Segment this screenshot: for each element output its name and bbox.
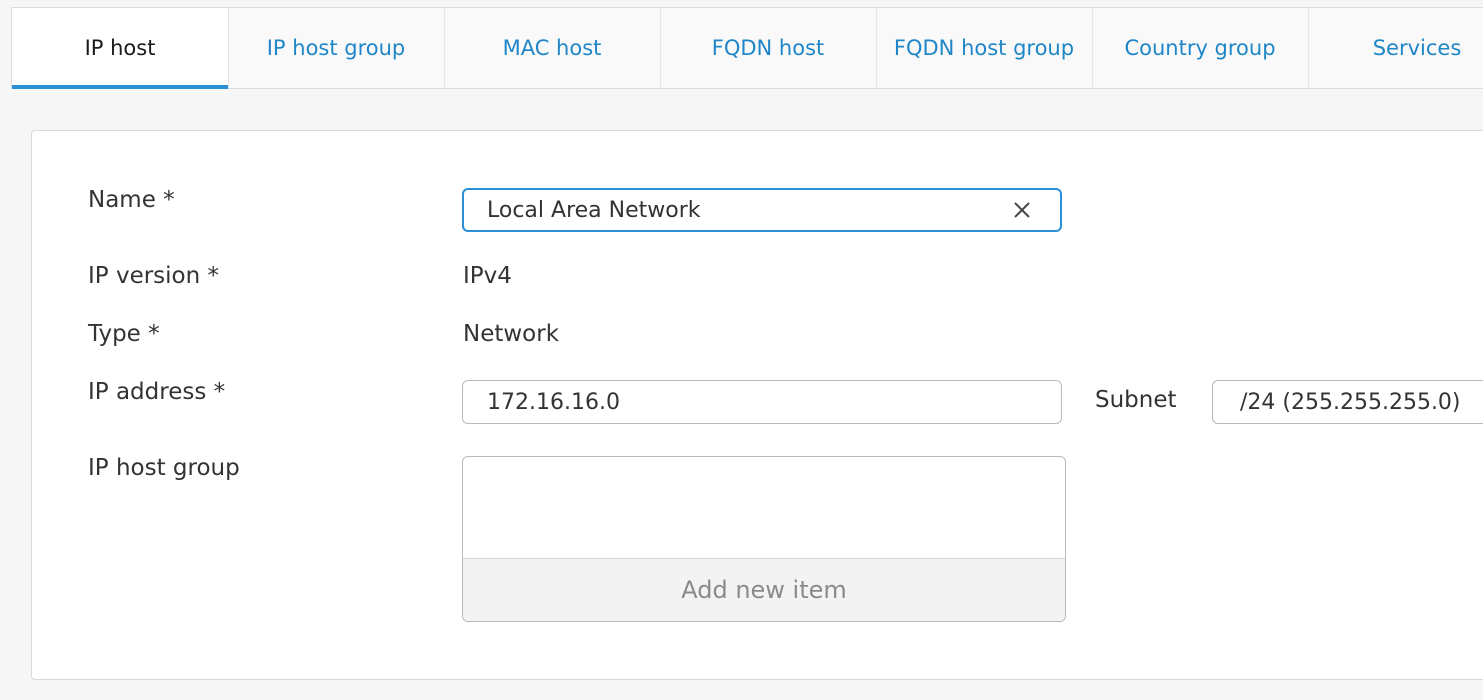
tab-divider xyxy=(1092,8,1093,88)
tab-divider xyxy=(876,8,877,88)
add-new-item-button[interactable]: Add new item xyxy=(463,558,1065,621)
subnet-label: Subnet xyxy=(1095,387,1177,413)
ip-address-input[interactable]: 172.16.16.0 xyxy=(462,380,1062,424)
ip-address-label: IP address * xyxy=(88,379,226,405)
ip-version-value: IPv4 xyxy=(463,263,512,289)
name-input[interactable]: Local Area Network xyxy=(462,188,1062,232)
tab-divider xyxy=(1308,8,1309,88)
tab-divider xyxy=(660,8,661,88)
type-value: Network xyxy=(463,321,560,347)
tab-fqdn-host-group[interactable]: FQDN host group xyxy=(893,36,1075,60)
ip-host-group-items xyxy=(463,457,1065,558)
tab-ip-host-group[interactable]: IP host group xyxy=(266,36,406,60)
tab-bar: IP host IP host group MAC host FQDN host… xyxy=(11,7,1483,89)
name-input-value: Local Area Network xyxy=(487,197,701,223)
name-label: Name * xyxy=(88,187,175,213)
tab-mac-host[interactable]: MAC host xyxy=(502,36,602,60)
type-label: Type * xyxy=(88,321,160,347)
ip-address-value: 172.16.16.0 xyxy=(487,389,620,415)
tab-country-group[interactable]: Country group xyxy=(1124,36,1276,60)
tab-divider xyxy=(228,8,229,88)
tab-divider xyxy=(444,8,445,88)
close-icon[interactable] xyxy=(1012,200,1032,220)
tab-fqdn-host[interactable]: FQDN host xyxy=(711,36,825,60)
tab-services[interactable]: Services xyxy=(1372,36,1462,60)
ip-host-group-list[interactable]: Add new item xyxy=(462,456,1066,622)
ip-version-label: IP version * xyxy=(88,263,220,289)
subnet-value: /24 (255.255.255.0) xyxy=(1240,389,1461,415)
ip-host-group-label: IP host group xyxy=(88,455,240,481)
tab-ip-host[interactable]: IP host xyxy=(12,8,228,89)
subnet-select[interactable]: /24 (255.255.255.0) xyxy=(1212,380,1483,424)
